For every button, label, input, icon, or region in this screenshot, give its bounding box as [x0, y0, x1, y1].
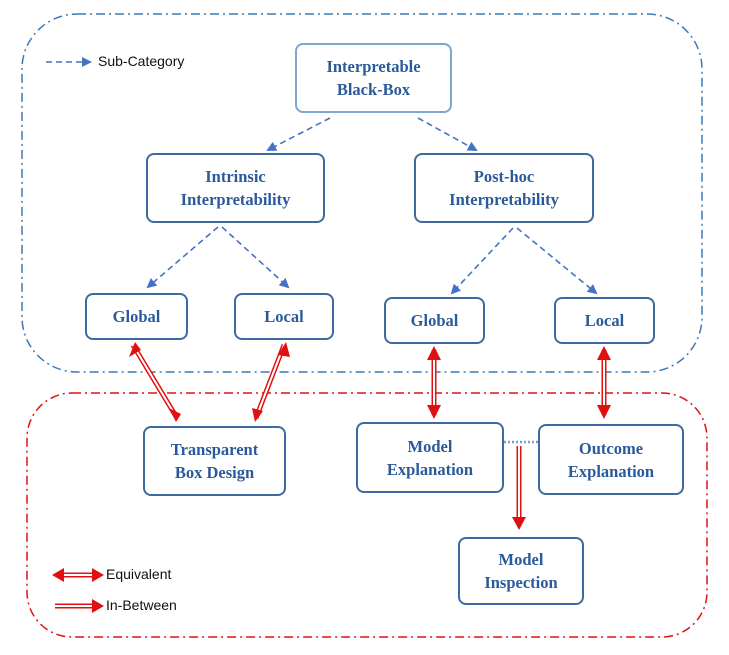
node-label: Local [584, 311, 625, 330]
node-interpretable-black-box: Interpretable Black-Box [295, 43, 452, 113]
node-label: Outcome Explanation [567, 438, 655, 481]
node-intrinsic-interpretability: Intrinsic Interpretability [146, 153, 325, 223]
in-between-arrow-model-inspection [512, 446, 526, 530]
interpretability-region [21, 13, 703, 373]
node-posthoc-interpretability: Post-hoc Interpretability [414, 153, 594, 223]
node-label: Model Explanation [386, 436, 474, 479]
arrow-posthoc-to-global [450, 227, 514, 295]
legend-equivalent-arrow [52, 568, 104, 582]
node-model-inspection: Model Inspection [458, 537, 584, 605]
node-label: Local [264, 307, 304, 326]
equivalent-arrow-global-model-explanation [427, 346, 441, 419]
node-label: Model Inspection [484, 550, 558, 592]
node-label: Global [112, 307, 161, 326]
node-model-explanation: Model Explanation [356, 422, 504, 493]
equivalent-arrow-local-outcome-explanation [597, 346, 611, 419]
arrow-posthoc-to-local [516, 227, 598, 295]
node-transparent-box-design: Transparent Box Design [143, 426, 286, 496]
node-intrinsic-global: Global [85, 293, 188, 340]
node-label: Post-hoc Interpretability [449, 167, 559, 209]
arrow-root-to-posthoc [417, 117, 478, 151]
node-label: Interpretable Black-Box [326, 57, 421, 99]
method-region [26, 392, 708, 638]
arrow-intrinsic-to-global [146, 226, 219, 289]
node-label: Transparent Box Design [170, 440, 259, 482]
node-posthoc-local: Local [554, 297, 655, 344]
node-label: Global [410, 311, 459, 330]
legend-in-between-arrow [55, 599, 104, 613]
legend-equivalent-label: Equivalent [106, 566, 172, 582]
equivalent-arrow-global-transparent [129, 342, 181, 422]
legend-in-between-label: In-Between [106, 597, 177, 613]
legend-subcategory-label: Sub-Category [98, 53, 185, 69]
node-intrinsic-local: Local [234, 293, 334, 340]
node-posthoc-global: Global [384, 297, 485, 344]
equivalent-arrow-local-transparent [252, 342, 290, 422]
arrow-root-to-intrinsic [266, 117, 331, 151]
node-outcome-explanation: Outcome Explanation [538, 424, 684, 495]
node-label: Intrinsic Interpretability [180, 167, 291, 209]
arrow-intrinsic-to-local [221, 226, 290, 289]
